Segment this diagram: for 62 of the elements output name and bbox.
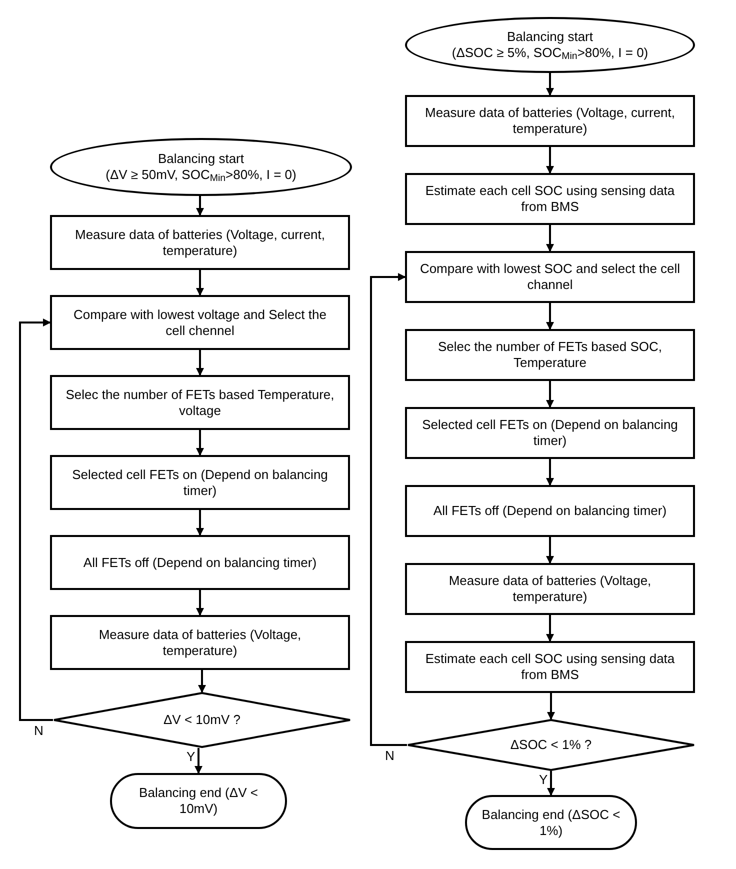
node-text: (ΔV ≥ 50mV, SOC$_{Min}$>80%, I = 0): [106, 167, 296, 183]
arrow: [547, 693, 555, 720]
arrow: [19, 318, 53, 721]
arrow: [546, 225, 554, 252]
arrow: [198, 670, 206, 693]
process-box: [50, 455, 350, 510]
process-box: [405, 329, 695, 381]
node-text: All FETs off (Depend on balancing timer): [433, 503, 667, 519]
decision-diamond: [407, 719, 695, 771]
process-box: [50, 535, 350, 590]
arrow: [196, 270, 204, 296]
arrow: [546, 459, 554, 486]
arrow: [196, 196, 204, 216]
process-box: [50, 215, 350, 270]
arrow: [546, 303, 554, 330]
process-box: [405, 563, 695, 615]
node-text: Estimate each cell SOC using sensing data from BMS: [424, 183, 676, 215]
arrow: [196, 430, 204, 456]
process-box: [405, 251, 695, 303]
process-box: [405, 407, 695, 459]
arrow: [546, 381, 554, 408]
process-box: [50, 615, 350, 670]
node-text: Compare with lowest voltage and Select the cell chennel: [72, 306, 328, 338]
node-text: Balancing end (ΔV < 10mV): [138, 785, 259, 817]
edge-label: N: [33, 724, 44, 737]
process-box: [405, 485, 695, 537]
node-text: Compare with lowest SOC and select the cell channel: [419, 261, 681, 293]
arrow: [196, 590, 204, 616]
edge-label: N: [384, 749, 396, 762]
node-text: Balancing start: [158, 151, 244, 167]
node-text: Selected cell FETs on (Depend on balancing timer): [421, 417, 679, 449]
node-text: Measure data of batteries (Voltage, current, temperature): [424, 105, 676, 137]
arrow: [546, 73, 554, 96]
arrow: [194, 748, 202, 774]
edge-label: Y: [538, 773, 549, 786]
arrow: [546, 147, 554, 174]
node-text: All FETs off (Depend on balancing timer): [83, 554, 317, 570]
node-text: Balancing start: [507, 29, 593, 45]
process-box: [405, 641, 695, 693]
arrow: [546, 537, 554, 564]
node-text: Selec the number of FETs based SOC, Temperature: [437, 339, 663, 371]
node-text: ΔSOC < 1% ?: [510, 737, 592, 753]
process-box: [50, 375, 350, 430]
node-text: Balancing end (ΔSOC < 1%): [480, 806, 622, 838]
node-text: Measure data of batteries (Voltage, current, temperature): [74, 226, 326, 258]
node-text: Estimate each cell SOC using sensing data from BMS: [424, 651, 676, 683]
process-box: [405, 173, 695, 225]
edge-label: Y: [186, 750, 196, 763]
arrow: [370, 273, 407, 746]
process-box: [405, 95, 695, 147]
decision-diamond: [53, 692, 351, 748]
node-text: Selected cell FETs on (Depend on balancing timer): [71, 466, 329, 498]
node-text: Measure data of batteries (Voltage, temperature): [448, 573, 652, 605]
node-text: (ΔSOC ≥ 5%, SOC$_{Min}$>80%, I = 0): [452, 45, 648, 61]
process-box: [50, 295, 350, 350]
arrow: [196, 510, 204, 536]
arrow: [547, 771, 555, 796]
node-text: Selec the number of FETs based Temperature, voltage: [64, 386, 336, 418]
node-text: Measure data of batteries (Voltage, temperature): [98, 626, 302, 658]
arrow: [546, 615, 554, 642]
node-text: ΔV < 10mV ?: [164, 712, 240, 728]
arrow: [196, 350, 204, 376]
